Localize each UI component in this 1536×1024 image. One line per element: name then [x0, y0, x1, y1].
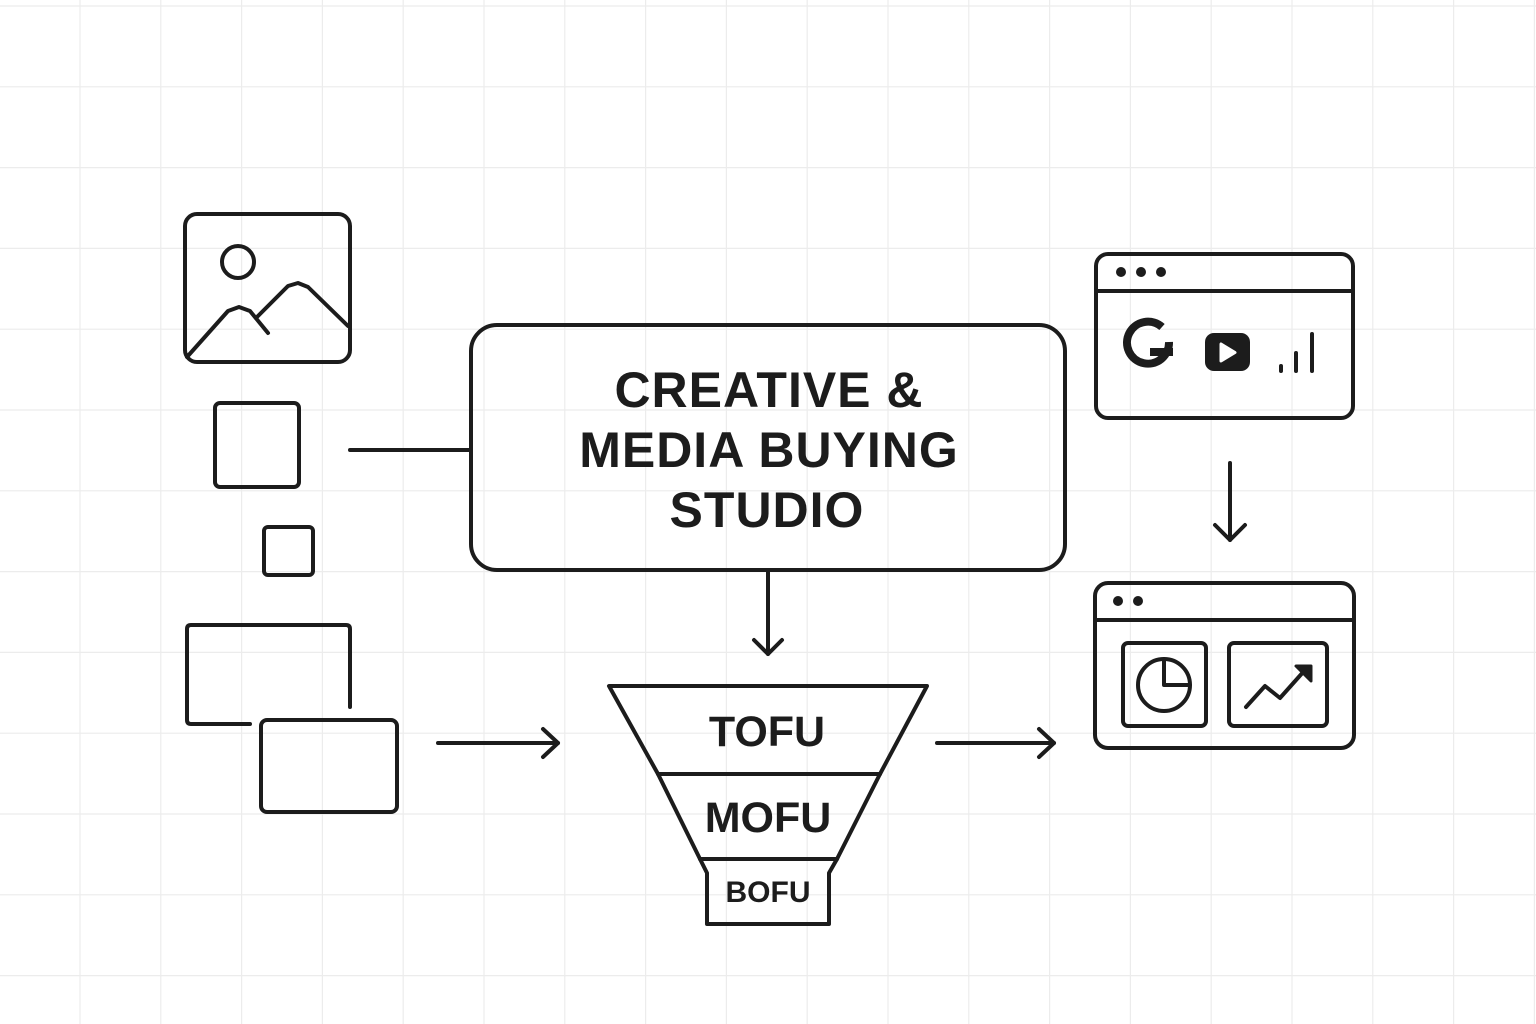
window-dot — [1133, 596, 1143, 606]
window-dot — [1156, 267, 1166, 277]
ad-platforms-window — [1094, 252, 1355, 420]
funnel-stage-bofu: BOFU — [726, 876, 811, 909]
funnel-stage-mofu: MOFU — [705, 794, 832, 842]
studio-title-line-1: CREATIVE & — [614, 362, 923, 418]
window-dot — [1116, 267, 1126, 277]
studio-title-line-3: STUDIO — [670, 482, 865, 538]
youtube-play-icon — [1205, 333, 1250, 371]
trend-up-chart-icon — [1227, 641, 1329, 728]
funnel-stage-tofu: TOFU — [709, 708, 825, 756]
creative-inputs — [183, 212, 399, 814]
arrow-funnel-to-analytics — [935, 727, 1056, 759]
image-icon — [183, 212, 352, 364]
analytics-window — [1093, 581, 1356, 750]
window-dot — [1113, 596, 1123, 606]
arrow-inputs-to-funnel — [436, 727, 560, 759]
square-creative-icon — [213, 401, 301, 489]
window-dot — [1136, 267, 1146, 277]
studio-title-line-2: MEDIA BUYING — [579, 422, 959, 478]
google-icon — [1123, 317, 1174, 368]
pie-chart-icon — [1121, 641, 1208, 728]
studio-box: CREATIVE & MEDIA BUYING STUDIO — [469, 323, 1067, 572]
funnel: TOFU MOFU BOFU — [607, 684, 929, 926]
stacked-rectangles-creative-icon — [185, 623, 399, 814]
arrow-studio-to-funnel — [752, 569, 784, 656]
arrow-platforms-to-analytics — [1213, 461, 1247, 542]
signal-bars-icon — [1279, 332, 1314, 373]
small-square-creative-icon — [262, 525, 315, 577]
